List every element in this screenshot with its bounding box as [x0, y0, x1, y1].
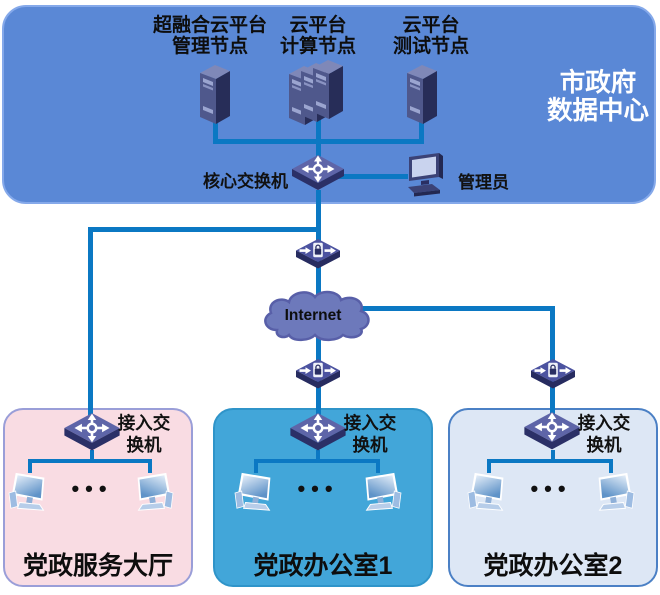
office2-access-switch-label: 接入交 换机 — [568, 413, 640, 456]
link-office2-switch-drop — [551, 450, 555, 462]
hall-access-switch-label-line1: 接入交 — [117, 413, 171, 433]
server1-label-line2: 管理节点 — [171, 35, 248, 57]
link-office2-pc-left — [487, 459, 491, 473]
link-coreswitch-admin — [338, 174, 408, 179]
link-office1-switch-drop — [316, 450, 320, 462]
workstation-icon — [598, 472, 635, 511]
site-name-office1: 党政办公室1 — [253, 552, 393, 580]
office2-more-pcs-ellipsis: ••• — [530, 476, 572, 501]
site-zone-office2 — [448, 408, 658, 587]
site-name-service-hall: 党政服务大厅 — [22, 552, 173, 580]
admin-label: 管理员 — [458, 173, 509, 192]
link-branch-hall-vertical — [88, 227, 93, 424]
link-server2-bus — [316, 118, 321, 144]
hall-access-switch-label: 接入交 换机 — [108, 413, 180, 456]
tower-server-icon — [407, 65, 437, 124]
internet-label: Internet — [285, 307, 342, 324]
datacenter-title-line2: 数据中心 — [546, 96, 649, 125]
workstation-icon — [234, 472, 271, 511]
site-name-office2: 党政办公室2 — [483, 552, 623, 580]
link-branch-hall-horizontal — [88, 227, 321, 232]
tower-server-icon — [200, 65, 230, 124]
workstation-icon — [365, 472, 402, 511]
link-bus-coreswitch — [316, 139, 321, 165]
server3-label-line1: 云平台 — [402, 15, 460, 36]
workstation-icon — [467, 472, 504, 511]
link-office1-pc-left — [254, 459, 258, 473]
server1-label: 超融合云平台 管理节点 — [120, 15, 300, 57]
office2-access-switch-label-line2: 换机 — [586, 434, 622, 455]
link-office2-pc-right — [609, 459, 613, 473]
link-server3-bus — [419, 118, 424, 144]
link-cloud-office2-horizontal — [318, 306, 554, 311]
tower-server-cluster-icon — [289, 60, 343, 125]
server2-label: 云平台 计算节点 — [248, 15, 388, 57]
link-office1-branch — [254, 459, 380, 463]
server2-label-line2: 计算节点 — [279, 35, 356, 57]
server1-label-line1: 超融合云平台 — [152, 15, 267, 36]
office1-access-switch-label-line1: 接入交 — [343, 413, 397, 433]
link-office2-branch — [487, 459, 613, 463]
core-switch-icon — [290, 153, 346, 192]
firewall-gateway-icon — [295, 358, 341, 390]
server2-label-line1: 云平台 — [289, 15, 347, 36]
internet-cloud-icon: Internet — [264, 290, 370, 342]
link-server1-bus — [213, 118, 218, 144]
office1-more-pcs-ellipsis: ••• — [297, 476, 339, 501]
firewall-gateway-icon — [530, 358, 576, 390]
admin-desktop-computer-icon — [408, 153, 443, 197]
firewall-gateway-icon — [295, 238, 341, 270]
office1-access-switch-label: 接入交 换机 — [334, 413, 406, 456]
link-hall-switch-drop — [90, 450, 94, 462]
link-hall-branch — [28, 459, 152, 463]
core-switch-label: 核心交换机 — [203, 172, 288, 191]
server3-label-line2: 测试节点 — [392, 35, 469, 57]
link-hall-pc-left — [28, 459, 32, 473]
datacenter-title-line1: 市政府 — [559, 69, 637, 97]
server3-label: 云平台 测试节点 — [360, 15, 502, 57]
link-office1-pc-right — [376, 459, 380, 473]
workstation-icon — [137, 472, 174, 511]
office1-access-switch-label-line2: 换机 — [352, 434, 388, 455]
office2-access-switch-label-line1: 接入交 — [577, 413, 631, 433]
link-hall-pc-right — [148, 459, 152, 473]
workstation-icon — [8, 472, 45, 511]
hall-more-pcs-ellipsis: ••• — [71, 476, 113, 501]
hall-access-switch-label-line2: 换机 — [126, 434, 162, 455]
datacenter-title: 市政府 数据中心 — [508, 69, 660, 125]
